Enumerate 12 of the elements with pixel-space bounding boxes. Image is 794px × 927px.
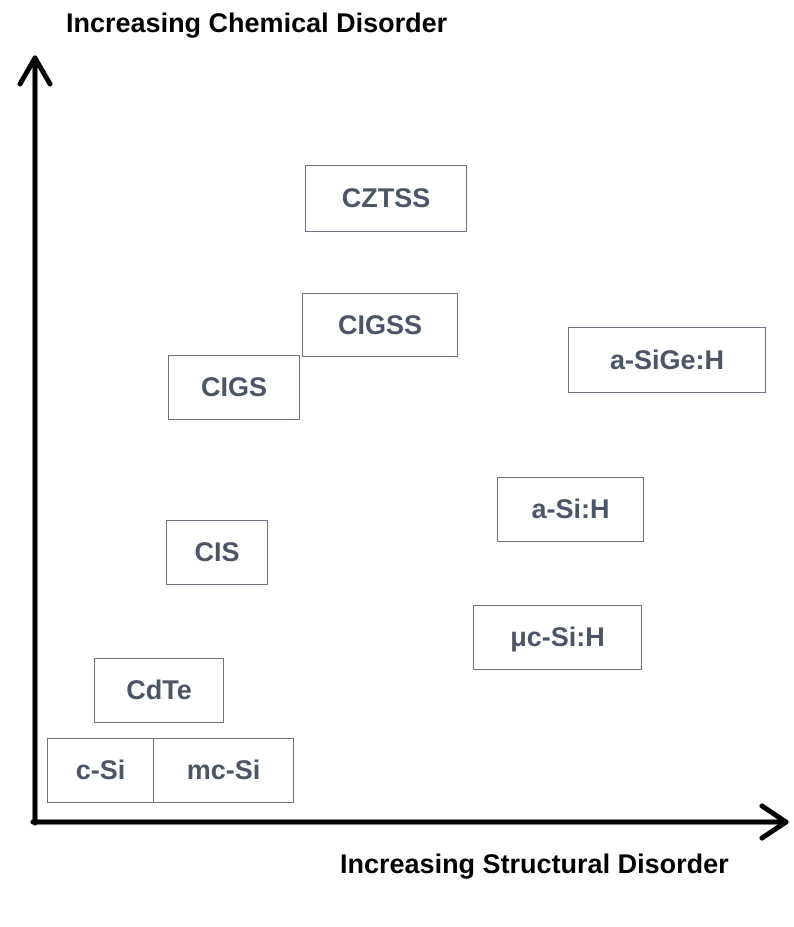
material-box: a-Si:H: [497, 477, 644, 542]
material-box: μc-Si:H: [473, 605, 642, 670]
material-box: CIGS: [168, 355, 300, 420]
material-box: CZTSS: [305, 165, 467, 232]
material-box: CIS: [166, 520, 268, 585]
x-axis-label: Increasing Structural Disorder: [340, 848, 730, 881]
material-box: CdTe: [94, 658, 224, 723]
y-axis-label: Increasing Chemical Disorder: [66, 7, 448, 40]
material-box: CIGSS: [302, 293, 458, 357]
material-box: c-Si: [47, 738, 154, 803]
material-box: a-SiGe:H: [568, 327, 766, 393]
material-box: mc-Si: [153, 738, 294, 803]
